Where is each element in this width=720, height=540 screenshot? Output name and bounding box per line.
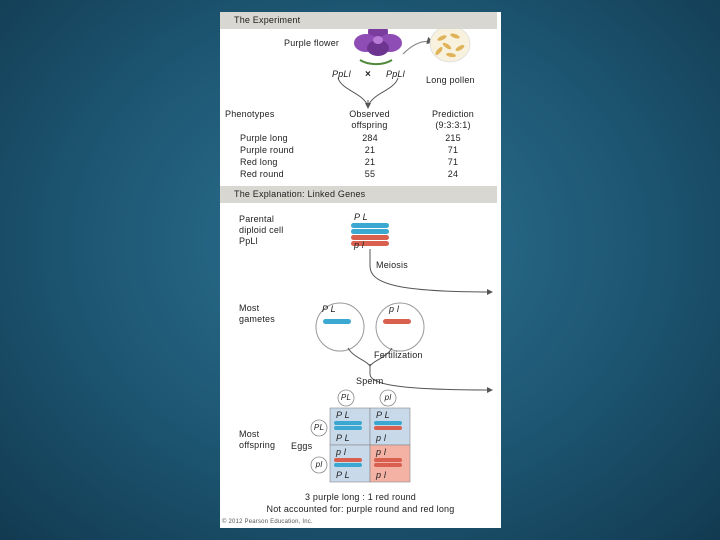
predicted-cell: 215 [445,133,461,143]
experiment-header: The Experiment [234,15,301,25]
punnett-cell-label: p l [376,470,387,480]
punnett-cell-label: P L [336,410,350,420]
predicted-cell: 24 [447,169,459,179]
phenotypes-header: Phenotypes [225,109,275,119]
offspring-label: Most offspring [239,429,276,450]
flower-label: Purple flower [284,38,340,48]
chromosome-top-label: P L [354,212,368,222]
punnett-cell-label: p l [376,433,387,443]
observed-cell: 21 [364,157,376,167]
eggs-label: Eggs [291,441,313,451]
flower-illustration [354,20,402,66]
egg-bottom-label: pl [315,460,323,469]
predicted-cell: 71 [447,145,459,155]
punnett-cell-label: p l [336,447,347,457]
experiment-header-bar [220,12,497,29]
sperm-left-label: PL [340,393,352,402]
egg-top-label: PL [313,423,325,432]
gametes-label: Most gametes [239,303,275,324]
figure-panel: The Experiment Purple flower PpLl × PpLl… [220,12,501,528]
parental-chromosomes [351,223,389,246]
cross-symbol: × [365,69,372,80]
observed-cell: 55 [364,169,376,179]
phenotype-cell: Red long [240,157,278,167]
phenotype-cell: Purple round [240,145,294,155]
punnett-cell-label: P L [376,410,390,420]
not-accounted-note: Not accounted for: purple round and red … [266,504,455,514]
explanation-header-bar [220,186,497,203]
observed-cell: 284 [362,133,378,143]
meiosis-label: Meiosis [376,260,408,270]
phenotype-cell: Purple long [240,133,288,143]
egg-circles [310,419,328,474]
parent-left-genotype: PpLl [332,69,351,79]
predicted-cell: 71 [447,157,459,167]
sperm-label: Sperm [356,376,384,386]
cross-arrow [337,77,399,109]
chromosome-bottom-label: p l [354,240,365,250]
gamete-right-label: p l [389,304,400,314]
punnett-square [329,407,411,483]
punnett-cell-label: P L [336,433,350,443]
parental-label: Parental diploid cell PpLl [239,214,284,246]
fertilization-label: Fertilization [374,350,423,360]
figure-graphics [310,20,493,483]
explanation-header: The Explanation: Linked Genes [234,189,366,199]
observed-cell: 21 [364,145,376,155]
phenotype-cell: Red round [240,169,284,179]
punnett-cell-label: P L [336,470,350,480]
sperm-circles [337,389,397,407]
pollen-label: Long pollen [426,75,475,85]
fertilization-arrow [347,347,493,393]
copyright: © 2012 Pearson Education, Inc. [222,519,313,525]
parent-right-genotype: PpLl [386,69,405,79]
prediction-header: Prediction (9:3:3:1) [431,109,475,130]
meiosis-arrow [369,249,493,295]
pollen-illustration [402,25,471,63]
result-ratio: 3 purple long : 1 red round [305,492,416,502]
observed-header: Observed offspring [349,109,390,130]
gamete-left-label: P L [322,304,336,314]
punnett-cell-label: p l [376,447,387,457]
sperm-right-label: pl [384,393,392,402]
gamete-circles [315,302,425,352]
